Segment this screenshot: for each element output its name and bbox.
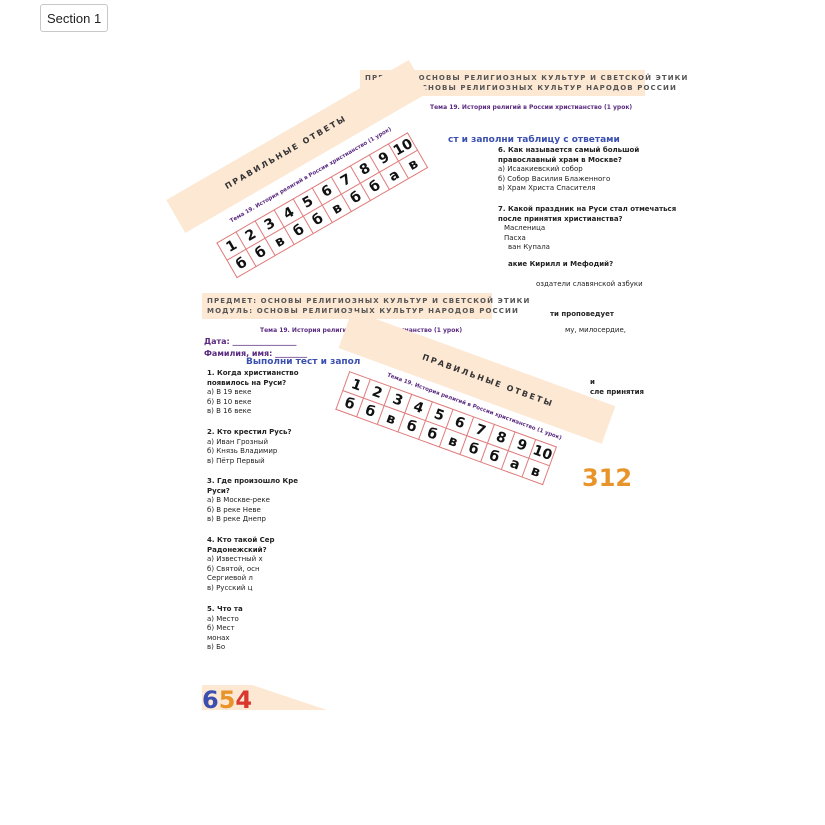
back-subject: ПРЕДМЕТ: ОСНОВЫ РЕЛИГИОЗНЫХ КУЛЬТУР И СВ… [365, 74, 689, 82]
front-question-2: 2. Кто крестил Русь? а) Иван Грозный б) … [207, 428, 292, 465]
front-question-4: 4. Кто такой Сер Радонежский? а) Известн… [207, 536, 275, 592]
section-button[interactable]: Section 1 [40, 4, 109, 32]
front-header-band: ПРЕДМЕТ: ОСНОВЫ РЕЛИГИОЗНЫХ КУЛЬТУР И СВ… [202, 293, 531, 319]
front-subject: ПРЕДМЕТ: ОСНОВЫ РЕЛИГИОЗНЫХ КУЛЬТУР И СВ… [207, 297, 531, 305]
back-question-8: акие Кирилл и Мефодий? оздатели славянск… [508, 260, 643, 288]
back-instruction: ст и заполни таблицу с ответами [448, 135, 620, 145]
back-topic: Тема 19. История религий в России христи… [430, 104, 633, 111]
front-decorative-digits: 654 [202, 686, 253, 714]
back-decorative-digits: 312 [582, 464, 633, 492]
front-instruction: Выполни тест и запол [246, 357, 361, 367]
back-question-9: ти проповедует му, милосердие, [550, 310, 626, 334]
back-question-6: 6. Как называется самый большой правосла… [498, 146, 640, 193]
front-question-5: 5. Что та а) Место б) Мест монах в) Бо [207, 605, 243, 652]
back-question-10: и сле принятия [590, 378, 645, 396]
name-field: Фамилия, имя: ________ [204, 349, 308, 358]
date-field: Дата: ________________ [204, 337, 297, 346]
front-question-1: 1. Когда христианство появилось на Руси?… [207, 369, 299, 416]
front-module: МОДУЛЬ: ОСНОВЫ РЕЛИГИОЗНЫХ КУЛЬТУР НАРОД… [207, 307, 519, 315]
back-module: МОДУЛЬ: ОСНОВЫ РЕЛИГИОЗНЫХ КУЛЬТУР НАРОД… [365, 84, 677, 92]
front-question-3: 3. Где произошло Кре Руси? а) В Москве-р… [207, 477, 298, 524]
back-question-7: 7. Какой праздник на Руси стал отмечатьс… [498, 205, 677, 252]
